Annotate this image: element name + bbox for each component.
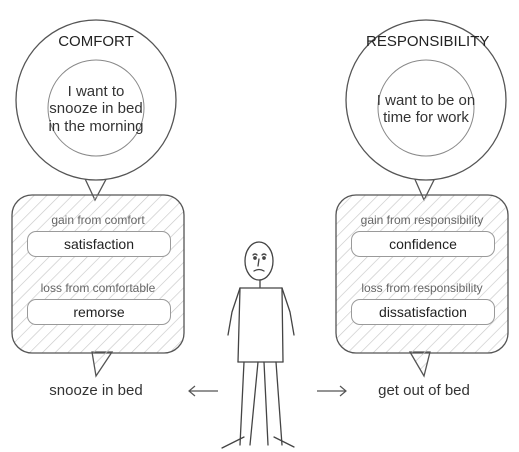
left-action: snooze in bed	[49, 382, 143, 399]
left-bubble	[15, 19, 177, 202]
right-title: RESPONSIBILITY	[366, 33, 490, 50]
right-gain-label: gain from responsibility	[360, 213, 484, 227]
left-gain-value: satisfaction	[27, 231, 171, 257]
right-thought: I want to be on time for work	[376, 92, 476, 127]
right-bubble	[345, 19, 507, 202]
left-loss-label: loss from comfortable	[40, 281, 156, 295]
left-gain-label: gain from comfort	[51, 213, 145, 227]
left-title: COMFORT	[58, 33, 134, 50]
right-loss-label: loss from responsibility	[361, 281, 483, 295]
right-arrow	[317, 385, 347, 397]
left-thought: I want to snooze in bed in the morning	[48, 83, 144, 135]
left-arrow	[188, 385, 218, 397]
left-loss-value: remorse	[27, 299, 171, 325]
right-loss-value: dissatisfaction	[351, 299, 495, 325]
right-gain-value: confidence	[351, 231, 495, 257]
right-action: get out of bed	[378, 382, 470, 399]
person-figure	[221, 241, 295, 449]
